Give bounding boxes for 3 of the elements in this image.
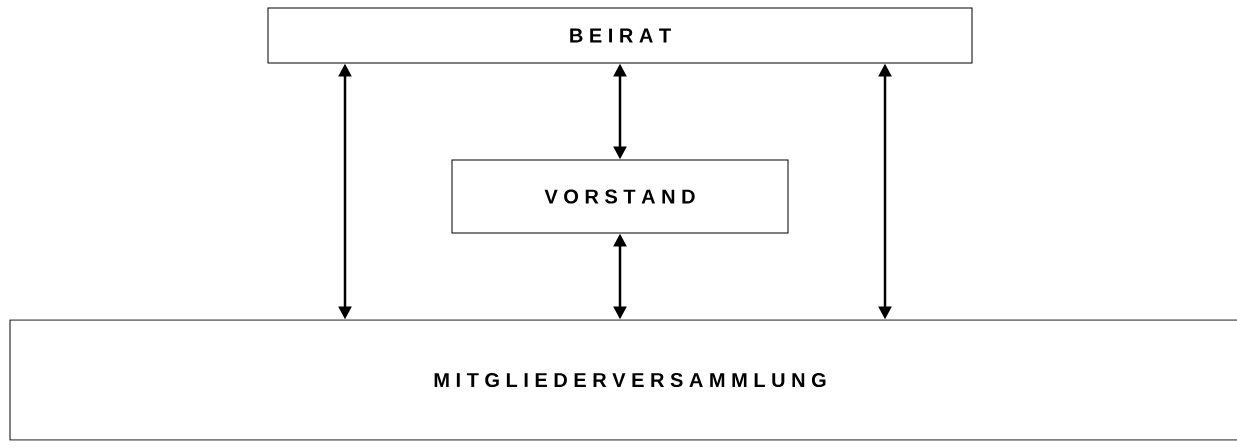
box: M I T G L I E D E R V E R S A M M L U N G xyxy=(9,319,1237,441)
box: B E I R A T xyxy=(267,7,973,64)
box: V O R S T A N D xyxy=(451,159,789,234)
